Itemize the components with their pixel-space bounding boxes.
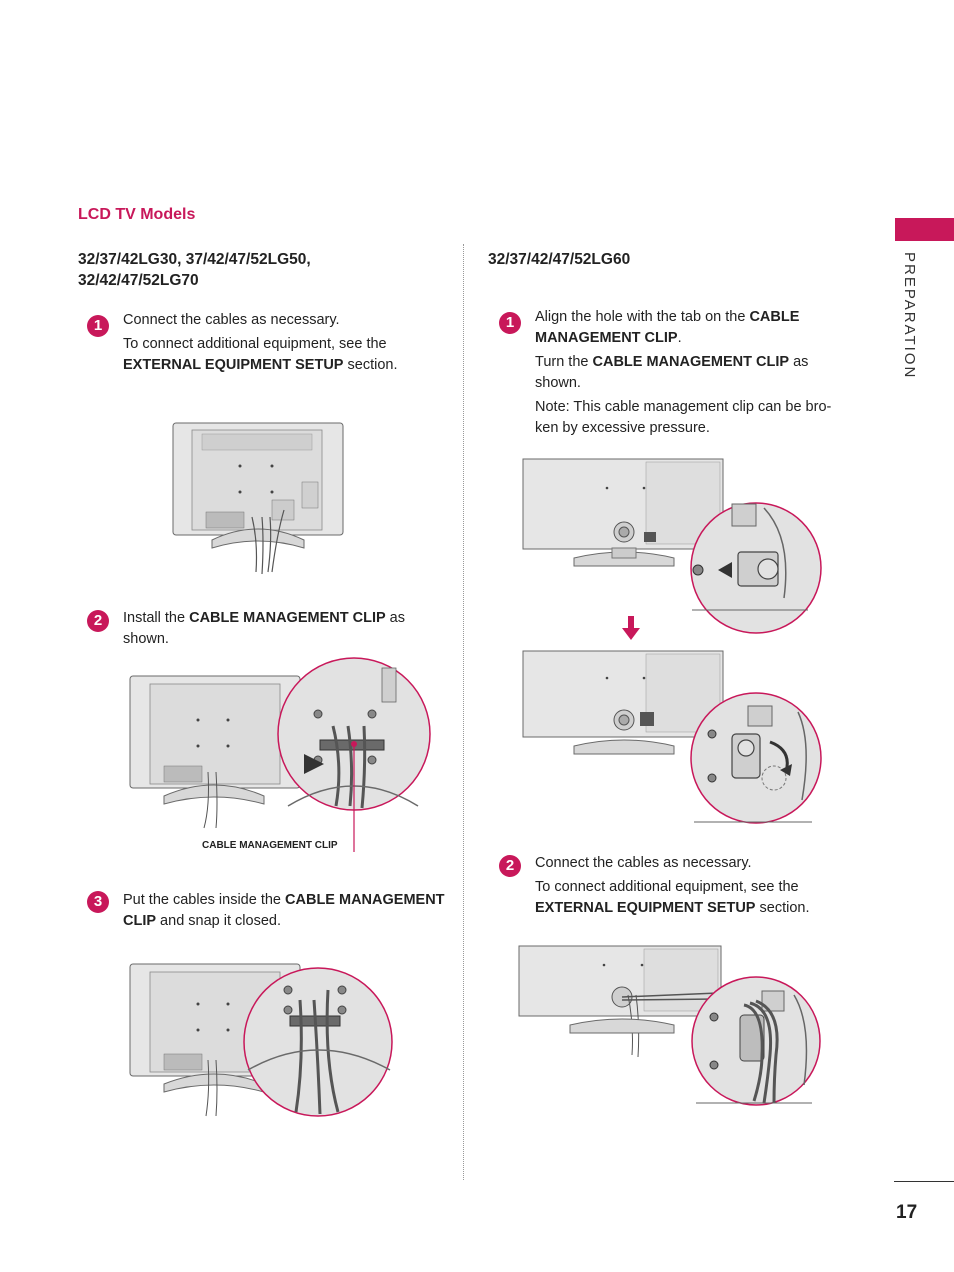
left-step2-line2: shown. xyxy=(123,631,169,647)
right-model-heading: 32/37/42/47/52LG60 xyxy=(488,251,631,268)
left-model-line1: 32/37/42LG30, 37/42/47/52LG50, xyxy=(78,251,311,268)
right-step-1-badge: 1 xyxy=(499,312,521,334)
left-step1-line3: EXTERNAL EQUIPMENT SETUP section. xyxy=(123,355,423,376)
column-divider xyxy=(463,244,464,1180)
left-step3-bold2: CLIP xyxy=(123,913,157,929)
left-step2-pre: Install the xyxy=(123,610,190,626)
right-step1-bold1: CABLE xyxy=(749,309,800,325)
right-step1-post3: as xyxy=(789,354,809,370)
tv-back-illustration-1 xyxy=(172,422,344,575)
step-1-badge: 1 xyxy=(87,315,109,337)
right-step1-pre3: Turn the xyxy=(535,354,593,370)
left-step3-line2: CLIP and snap it closed. xyxy=(123,911,463,932)
left-model-line2: 32/42/47/52LG70 xyxy=(78,272,199,289)
tv-back-clip-closed-illustration xyxy=(129,963,393,1117)
left-step-3-text: Put the cables inside the CABLE MANAGEME… xyxy=(123,890,463,932)
step-3-badge: 3 xyxy=(87,891,109,913)
tv-rear-align-clip-illustration xyxy=(522,458,822,634)
right-step1-post2: . xyxy=(677,330,682,346)
left-step3-post: and snap it closed. xyxy=(156,913,281,929)
left-step2-line1: Install the CABLE MANAGEMENT CLIP as xyxy=(123,608,423,629)
side-section-label: PREPARATION xyxy=(901,252,918,380)
tv-rear-cables-routed-illustration xyxy=(518,945,821,1106)
step-2-badge: 2 xyxy=(87,610,109,632)
left-model-heading: 32/37/42LG30, 37/42/47/52LG50, 32/42/47/… xyxy=(78,249,311,291)
tv-rear-turn-clip-illustration xyxy=(522,650,822,824)
section-title: LCD TV Models xyxy=(78,206,196,223)
clip-callout-label: CABLE MANAGEMENT CLIP xyxy=(202,840,338,851)
page-number-rule xyxy=(894,1181,954,1182)
left-step3-line1: Put the cables inside the CABLE MANAGEME… xyxy=(123,890,463,911)
right-step1-line5: Note: This cable management clip can be … xyxy=(535,399,832,415)
left-step1-rest: section. xyxy=(343,357,398,373)
left-step3-pre: Put the cables inside the xyxy=(123,892,286,908)
right-step2-rest: section. xyxy=(755,900,810,916)
left-step-2-text: Install the CABLE MANAGEMENT CLIP as sho… xyxy=(123,608,423,650)
right-step1-line3: Turn the CABLE MANAGEMENT CLIP as xyxy=(535,352,847,373)
right-step2-line2: To connect additional equipment, see the xyxy=(535,879,799,895)
page-number: 17 xyxy=(896,1202,918,1223)
arrow-down-icon xyxy=(622,616,640,640)
right-step2-line3: EXTERNAL EQUIPMENT SETUP section. xyxy=(535,898,847,919)
right-step1-line1: Align the hole with the tab on the CABLE xyxy=(535,307,847,328)
right-step-2-text: Connect the cables as necessary. To conn… xyxy=(535,853,847,919)
left-step2-bold: CABLE MANAGEMENT CLIP xyxy=(189,610,386,626)
right-step1-line6: ken by excessive pressure. xyxy=(535,420,710,436)
right-step1-pre: Align the hole with the tab on the xyxy=(535,309,750,325)
left-step1-bold: EXTERNAL EQUIPMENT SETUP xyxy=(123,357,344,373)
right-step1-bold2: MANAGEMENT CLIP xyxy=(535,330,678,346)
tv-back-clip-install-illustration xyxy=(129,657,431,852)
right-step2-line1: Connect the cables as necessary. xyxy=(535,855,752,871)
right-step1-bold3: CABLE MANAGEMENT CLIP xyxy=(592,354,790,370)
left-step3-bold1: CABLE MANAGEMENT xyxy=(285,892,445,908)
left-step2-post: as xyxy=(385,610,405,626)
left-step-1-text: Connect the cables as necessary. To conn… xyxy=(123,310,423,376)
section-tab-marker xyxy=(895,218,954,241)
right-step1-line4: shown. xyxy=(535,375,581,391)
right-step1-line2: MANAGEMENT CLIP. xyxy=(535,328,847,349)
right-step2-bold: EXTERNAL EQUIPMENT SETUP xyxy=(535,900,756,916)
left-step1-line2: To connect additional equipment, see the xyxy=(123,336,387,352)
left-step1-line1: Connect the cables as necessary. xyxy=(123,312,340,328)
right-step-2-badge: 2 xyxy=(499,855,521,877)
right-step-1-text: Align the hole with the tab on the CABLE… xyxy=(535,307,847,439)
